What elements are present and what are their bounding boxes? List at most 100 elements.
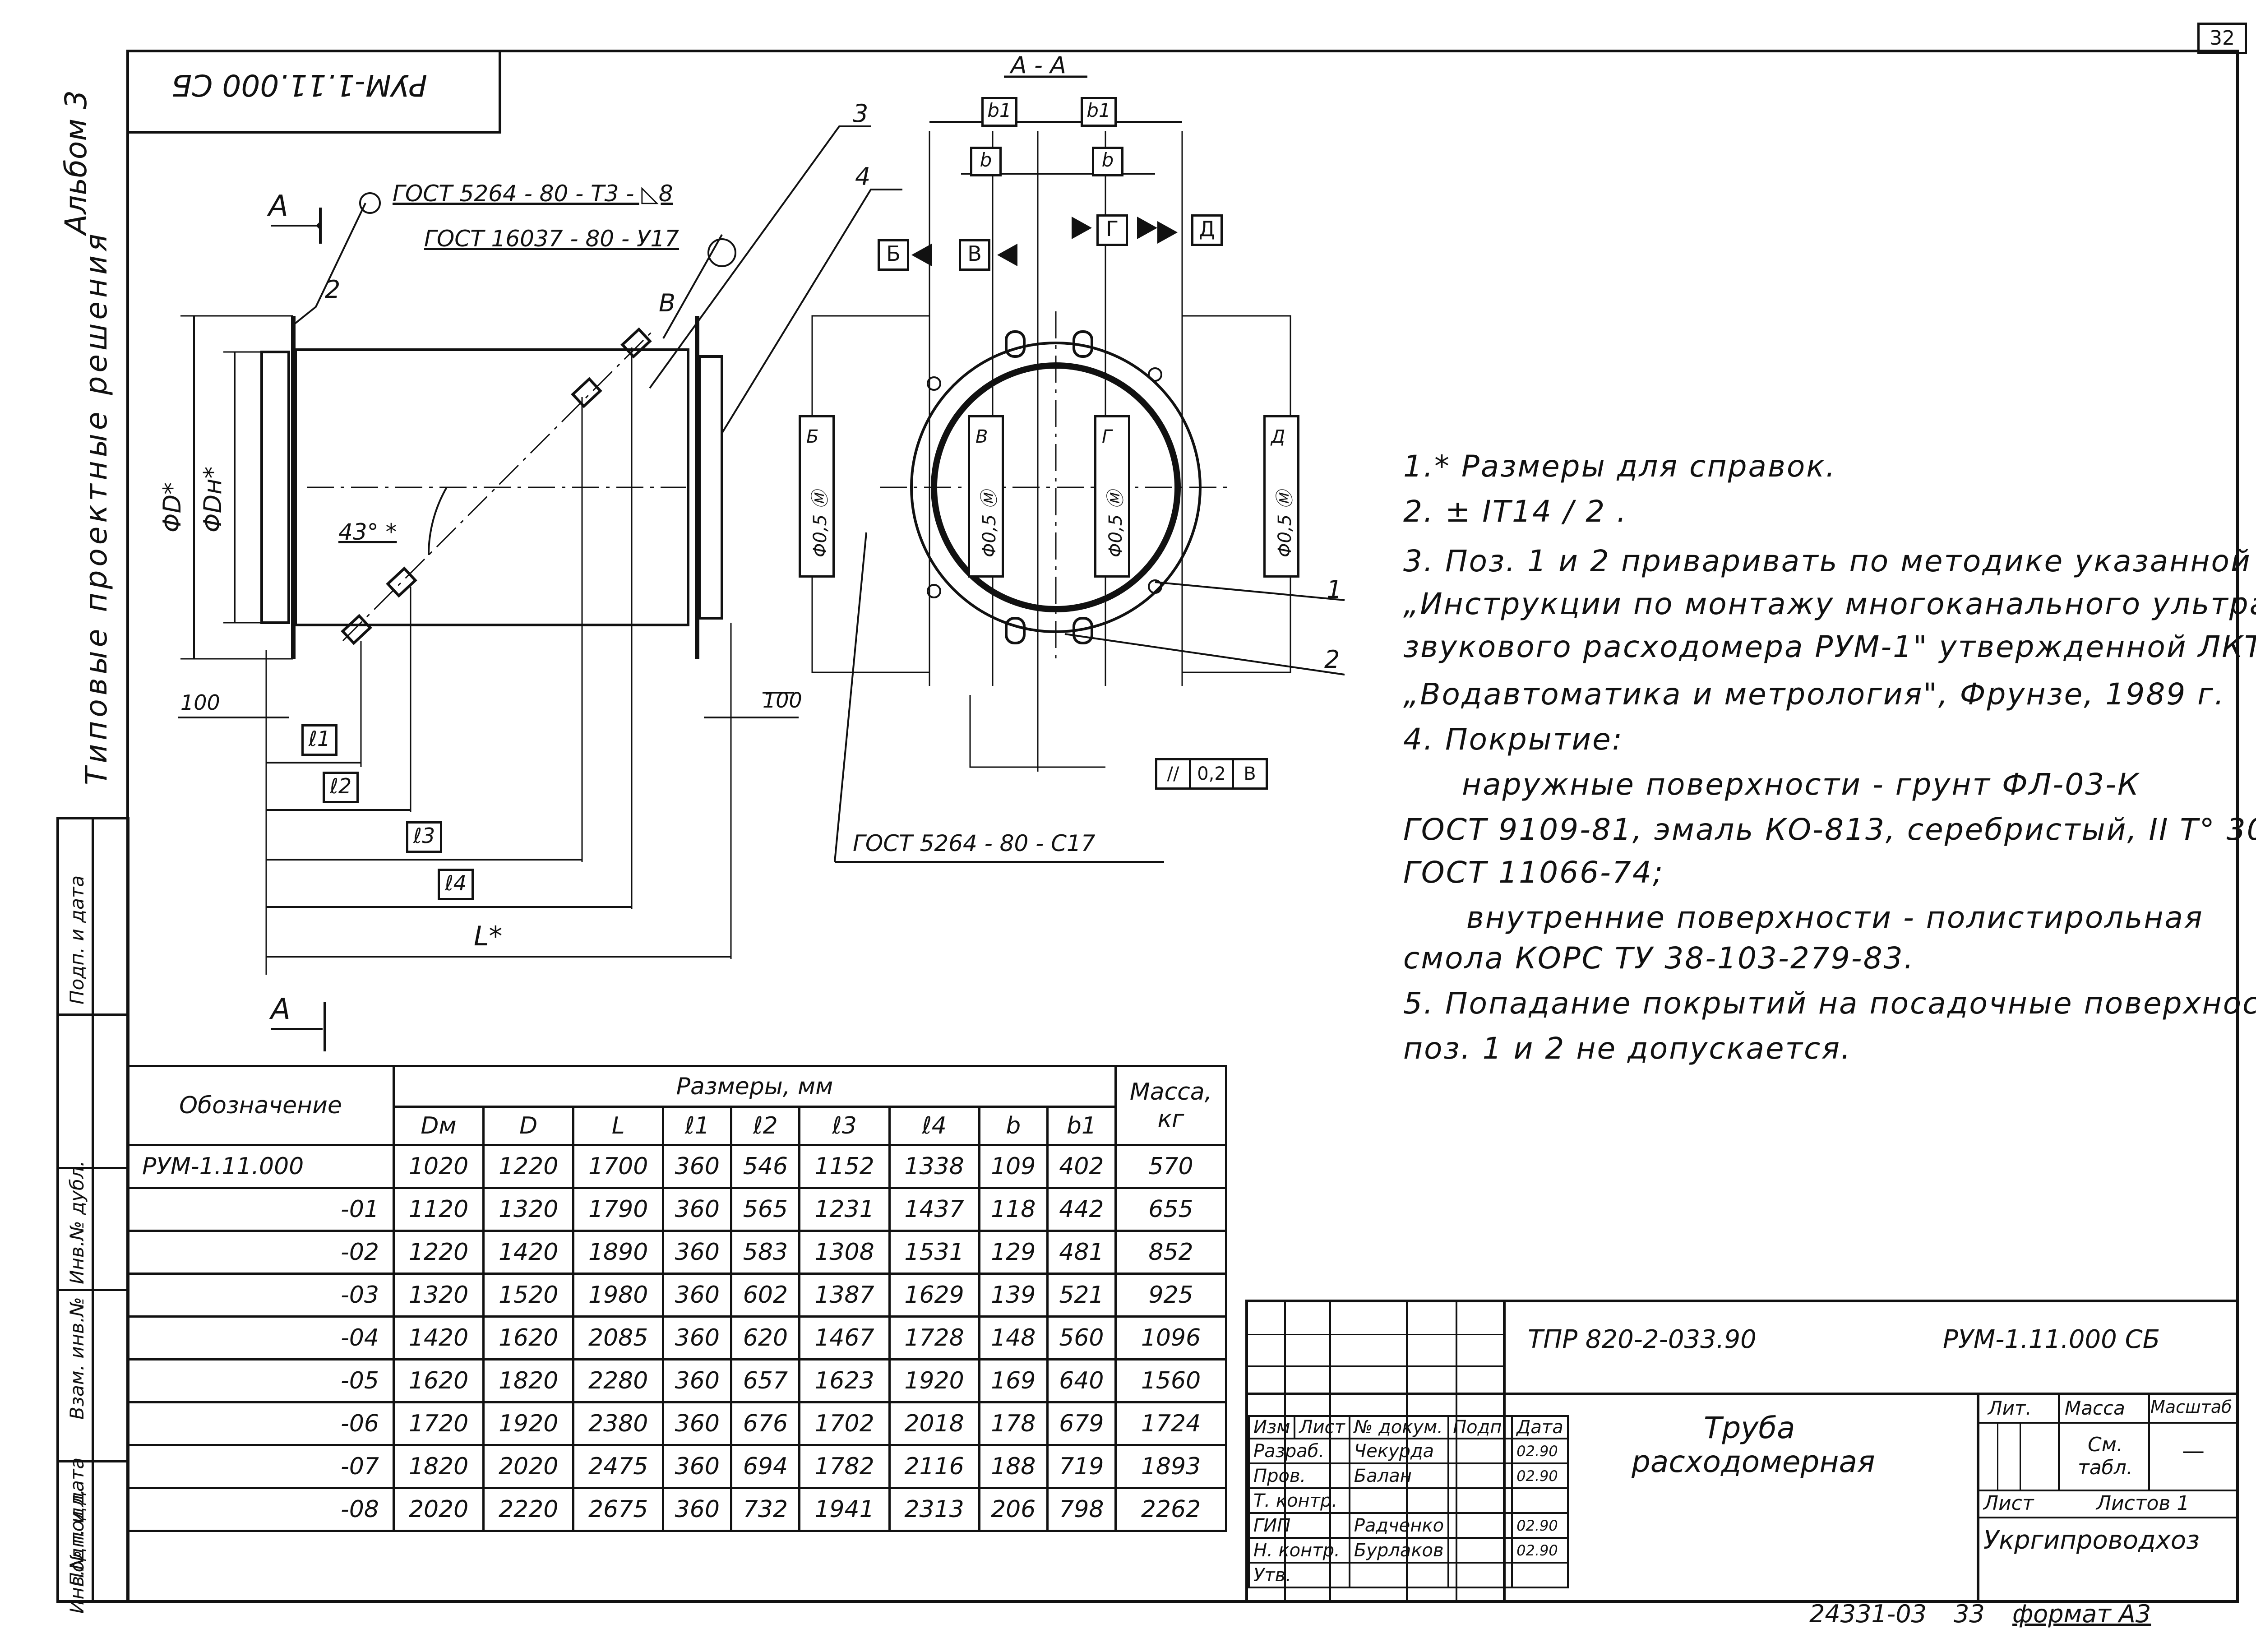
value-cell: 1520 [482, 1273, 575, 1318]
value-cell: 1320 [482, 1187, 575, 1232]
value-cell: 1629 [888, 1273, 980, 1318]
value-cell: 1560 [1114, 1358, 1227, 1403]
name-cell: Бурлаков [1348, 1537, 1450, 1564]
dim-length: L* [474, 921, 503, 952]
value-cell: 1220 [482, 1144, 575, 1189]
value-cell: 2020 [482, 1444, 575, 1489]
parallelism-frame: // 0,2 В [1155, 758, 1268, 790]
leader-2-label: 2 [325, 275, 341, 304]
drawing-title-2: расходомерная [1632, 1444, 1875, 1479]
header-dimensions: Размеры, мм [393, 1065, 1117, 1108]
value-cell: 546 [730, 1144, 801, 1189]
value-cell: 2116 [888, 1444, 980, 1489]
signature-header: № докум. [1348, 1415, 1450, 1439]
signature-cell [1447, 1512, 1513, 1539]
subheader-cell: ℓ1 [662, 1106, 733, 1146]
value-cell: 360 [662, 1144, 733, 1189]
dim-100-left: 100 [180, 690, 220, 715]
date-cell [1511, 1562, 1569, 1588]
note-3-line-2: „Инструкции по монтажу многоканального у… [1403, 587, 2256, 621]
name-cell [1348, 1562, 1450, 1588]
organization: Укргипроводхоз [1983, 1526, 2200, 1555]
value-cell: 583 [730, 1230, 801, 1275]
dim-l4: ℓ4 [438, 869, 474, 900]
value-cell: 1890 [572, 1230, 665, 1275]
value-cell: 1702 [798, 1401, 891, 1446]
tolerance-frame-d: Φ0,5 Ⓜ Д [1263, 415, 1299, 578]
signature-header: Дата [1511, 1415, 1569, 1439]
value-cell: 620 [730, 1315, 801, 1360]
value-cell: 1782 [798, 1444, 891, 1489]
value-cell: 1467 [798, 1315, 891, 1360]
value-cell: 521 [1046, 1273, 1117, 1318]
value-cell: 360 [662, 1401, 733, 1446]
value-cell: 657 [730, 1358, 801, 1403]
value-cell: 676 [730, 1401, 801, 1446]
value-cell: 360 [662, 1487, 733, 1532]
value-cell: 2313 [888, 1487, 980, 1532]
datum-v: В [959, 239, 990, 271]
dim-b-right: b [1092, 147, 1123, 176]
scale-value: — [2182, 1438, 2205, 1464]
value-cell: 109 [978, 1144, 1049, 1189]
value-cell: 2280 [572, 1358, 665, 1403]
value-cell: 1620 [482, 1315, 575, 1360]
signature-header: Изм [1248, 1415, 1296, 1439]
date-cell: 02.90 [1511, 1438, 1569, 1464]
header-mass: Масса, кг [1114, 1065, 1227, 1146]
note-4-line-5: внутренние поверхности - полистирольная [1466, 900, 2204, 935]
value-cell: 679 [1046, 1401, 1117, 1446]
designation-cell: -05 [126, 1358, 395, 1403]
bottom-code: 24331-03 [1809, 1600, 1927, 1628]
value-cell: 2262 [1114, 1487, 1227, 1532]
page-number: 32 [2197, 23, 2247, 54]
note-3-line-4: „Водавтоматика и метрология", Фрунзе, 19… [1403, 677, 2225, 712]
value-cell: 1941 [798, 1487, 891, 1532]
role-cell: ГИП [1248, 1512, 1350, 1539]
value-cell: 719 [1046, 1444, 1117, 1489]
datum-g: Г [1096, 214, 1128, 246]
value-cell: 1623 [798, 1358, 891, 1403]
cut-marker-top: А [268, 190, 288, 223]
value-cell: 1620 [392, 1358, 485, 1403]
datum-d-triangle [1157, 221, 1178, 244]
dim-l1: ℓ1 [301, 724, 337, 756]
doc-number: ТПР 820-2-033.90 [1528, 1325, 1757, 1354]
scale-label: Масштаб [2150, 1397, 2232, 1417]
value-cell: 360 [662, 1273, 733, 1318]
dim-b1-right: b1 [1081, 97, 1117, 127]
subheader-cell: b [978, 1106, 1049, 1146]
lit-label: Лит. [1988, 1397, 2032, 1419]
date-cell: 02.90 [1511, 1512, 1569, 1539]
value-cell: 1387 [798, 1273, 891, 1318]
dim-100-right: 100 [763, 688, 802, 713]
note-2: 2. ± IT14 / 2 . [1403, 494, 1628, 529]
designation-cell: -08 [126, 1487, 395, 1532]
value-cell: 1220 [392, 1230, 485, 1275]
position-3: 3 [853, 99, 869, 128]
value-cell: 1724 [1114, 1401, 1227, 1446]
note-4-line-6: смола КОРС ТУ 38-103-279-83. [1403, 941, 1915, 976]
value-cell: 602 [730, 1273, 801, 1318]
signature-cell [1447, 1487, 1513, 1514]
weld-callout-3: ГОСТ 5264 - 80 - С17 [853, 830, 1096, 856]
value-cell: 1338 [888, 1144, 980, 1189]
value-cell: 1893 [1114, 1444, 1227, 1489]
signature-header: Подп. [1447, 1415, 1513, 1439]
designation-cell: -04 [126, 1315, 395, 1360]
pipe-body [294, 348, 689, 626]
subheader-cell: L [572, 1106, 665, 1146]
signature-row: Утв. [1248, 1562, 1569, 1588]
dim-b-left: b [970, 147, 1002, 176]
value-cell: 2380 [572, 1401, 665, 1446]
tolerance-frame-b: Φ0,5 Ⓜ Б [799, 415, 835, 578]
value-cell: 402 [1046, 1144, 1117, 1189]
value-cell: 2018 [888, 1401, 980, 1446]
weld-callout-2: ГОСТ 16037 - 80 - У17 [424, 226, 679, 252]
title-block: ТПР 820-2-033.90 РУМ-1.11.000 СБ Труба р… [1245, 1300, 2239, 1603]
